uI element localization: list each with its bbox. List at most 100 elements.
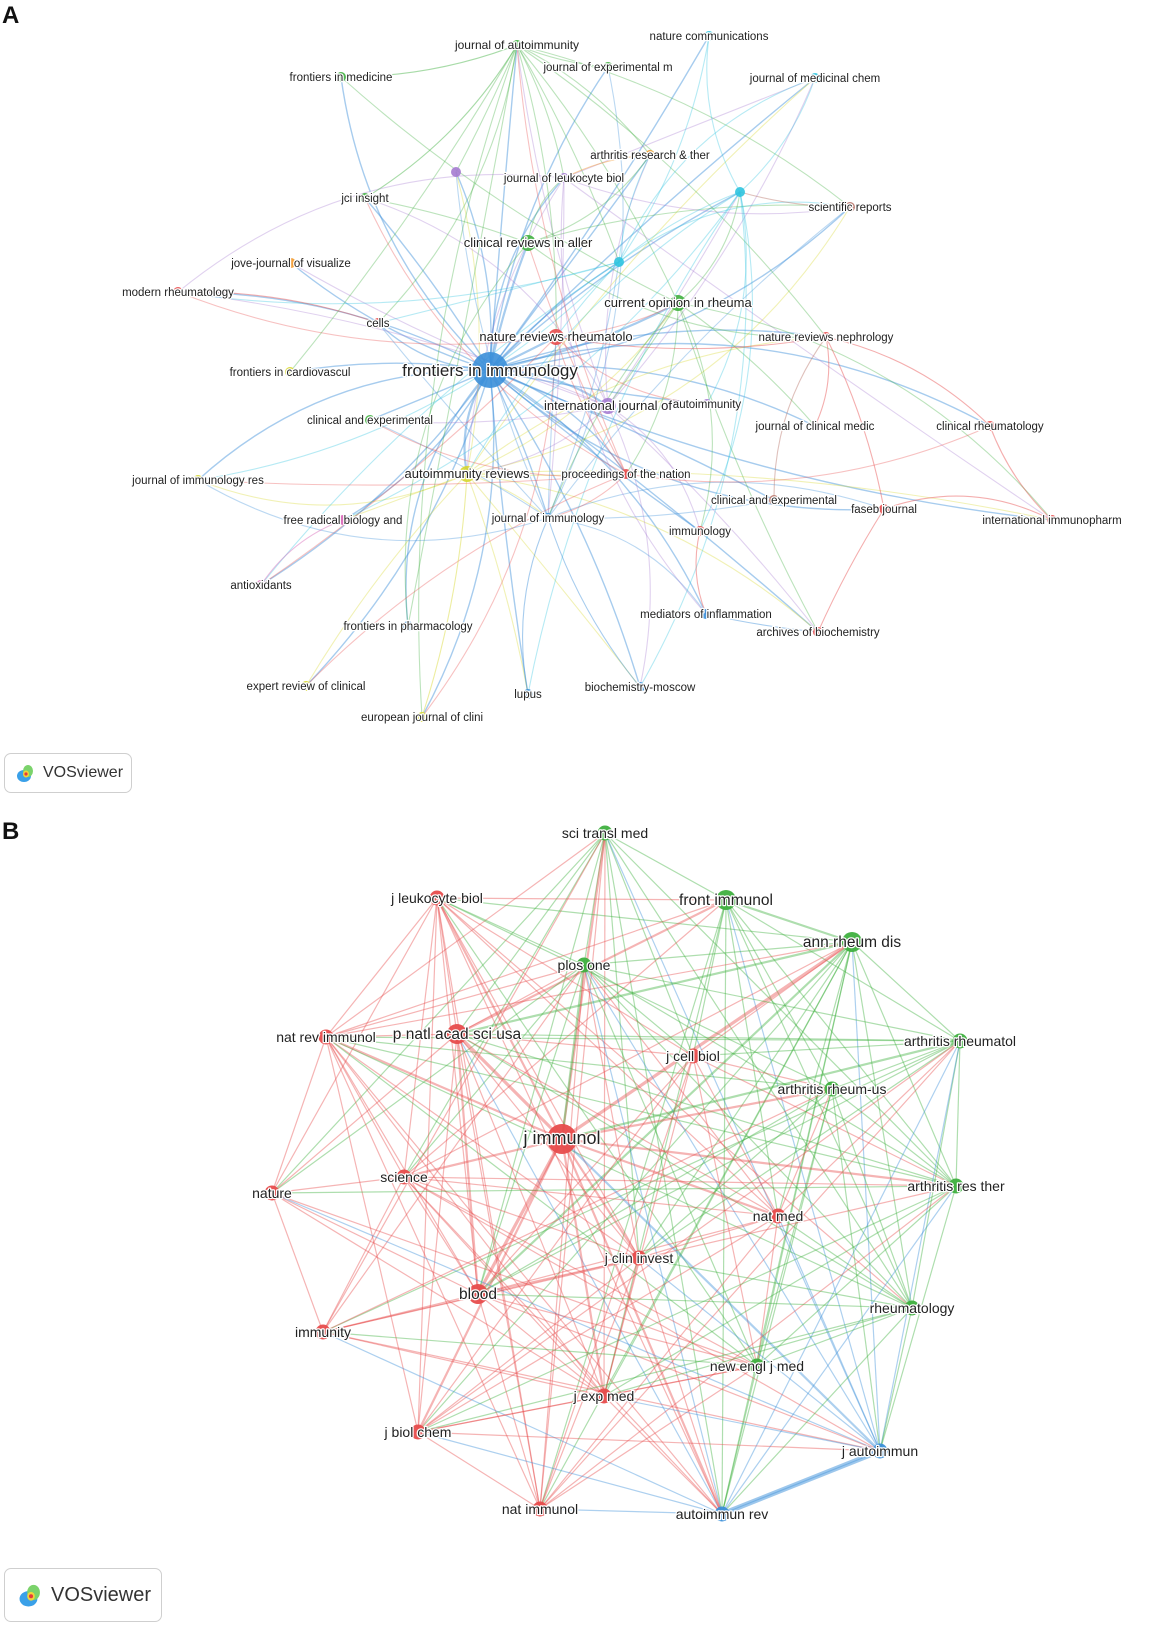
node-label-curopin: current opinion in rheuma: [604, 295, 752, 310]
link-natrevimm-natimmunol: [325, 1036, 541, 1510]
node-ijmol: international journal of: [543, 397, 674, 415]
link-pnasb-arthresther: [456, 1033, 957, 1187]
link-plos-jautoimmun: [583, 964, 881, 1452]
link-pnasb-nature: [271, 1033, 458, 1194]
node-clinrheum: clinical rheumatology: [935, 420, 1045, 435]
link-scitransl-blood: [477, 832, 606, 1295]
link-jimmunol-arthresther: [561, 1137, 957, 1188]
link-immunology-mediators: [695, 530, 707, 615]
node-label-immunology: immunology: [669, 526, 731, 538]
node-label-clinexp1: clinical and experimental: [307, 415, 433, 427]
node-marker-u_cyan2: [614, 257, 624, 267]
node-marker-jimm: [543, 513, 553, 523]
node-label-plos: plos one: [558, 957, 611, 973]
link-pnasb-blood: [455, 1033, 480, 1295]
node-marker-jimmunol: [547, 1124, 577, 1154]
link-autorev-freerad: [342, 473, 468, 521]
link-annrheum-jautoimmun: [851, 941, 881, 1452]
link-jauto-u_purple: [455, 44, 518, 173]
link-u_cyan1-jmedchem: [739, 77, 816, 193]
link-natrevimm-science: [325, 1036, 405, 1178]
node-marker-clinexp2: [769, 495, 779, 505]
link-natrevrh-pnas: [555, 336, 627, 475]
link-ijmol-archbio: [607, 405, 819, 633]
node-marker-natmed: [770, 1208, 786, 1224]
node-fmed: frontiers in medicine: [288, 71, 393, 86]
link-jimm-jexp: [547, 66, 624, 519]
link-jimm-mediators: [547, 517, 707, 615]
node-label-jautoimmun: j autoimmun: [841, 1443, 918, 1459]
link-jcellbio-jexpmed: [603, 1055, 694, 1397]
link-sci-u_cyan1: [739, 191, 851, 208]
node-marker-biochem: [635, 682, 645, 692]
node-label-annrheum: ann rheum dis: [803, 934, 901, 951]
link-nejm-jexpmed: [603, 1365, 758, 1397]
link-jleukb-jcellbio: [436, 897, 694, 1057]
link-plos-arthrheumatol: [583, 964, 961, 1042]
link-fimm-mediators: [489, 369, 707, 615]
link-u_cyan2-u_cyan1: [618, 191, 741, 263]
link-annrheum-jcellbio: [692, 941, 853, 1057]
link-natrevrh-modrheum: [177, 291, 557, 345]
link-fimm-arthres: [489, 154, 651, 371]
node-marker-jauto: [512, 40, 522, 50]
link-jexpmed-autoimmunrev: [603, 1395, 723, 1515]
link-ijmol-jove: [290, 262, 609, 407]
node-label-autorev: autoimmunity reviews: [405, 466, 530, 481]
link-science-blood: [403, 1176, 479, 1295]
link-immunity-autoimmunrev: [322, 1331, 723, 1515]
node-jci: jci insight: [339, 192, 391, 207]
link-jauto-natrevneph: [516, 44, 827, 338]
link-plos-pnasb: [456, 964, 585, 1035]
link-annrheum-plos: [583, 941, 853, 966]
link-arthrheumus-jimmunol: [561, 1087, 833, 1141]
link-scitransl-natrevimm: [325, 832, 606, 1038]
link-jbiolchem-autoimmunrev: [417, 1431, 723, 1515]
link-blood-jexpmed: [477, 1293, 605, 1397]
node-marker-cells: [373, 318, 383, 328]
link-nature-immunity: [271, 1192, 324, 1333]
link-frontimm-annrheum: [725, 898, 853, 944]
node-label-clinrev: clinical reviews in aller: [464, 235, 593, 250]
link-blood-nejm: [477, 1293, 758, 1367]
link-jbiolchem-jautoimmun: [417, 1431, 881, 1452]
link-ijmol-biochem: [607, 405, 651, 688]
link-natrevimm-autoimmunrev: [325, 1036, 723, 1515]
node-jleukb: j leukocyte biol: [389, 889, 484, 908]
vosviewer-brand-text: VOSviewer: [51, 1583, 152, 1606]
node-marker-annrheum: [842, 932, 862, 952]
node-jclinmed: journal of clinical medic: [753, 420, 876, 435]
node-label-jleukb: j leukocyte biol: [390, 890, 483, 906]
link-u_cyan1-autoim: [706, 191, 747, 405]
node-marker-science: [396, 1169, 412, 1185]
link-curopin-jclinmed: [677, 302, 816, 427]
node-marker-u_cyan1: [735, 187, 745, 197]
node-fpharm: frontiers in pharmacology: [342, 620, 474, 635]
link-plos-blood: [477, 964, 585, 1295]
link-clinrev-sci: [527, 204, 851, 244]
link-arthrheumus-nejm: [756, 1088, 833, 1367]
link-eurjclin-autorev: [421, 473, 468, 718]
node-marker-jleuk: [559, 173, 569, 183]
link-mediators-archbio: [705, 613, 819, 633]
link-pnasb-jcellbio: [456, 1033, 694, 1057]
node-label-eurjclin: european journal of clini: [361, 712, 483, 724]
link-jleukb-rheumatology: [436, 897, 913, 1309]
link-pnas-jimmres: [197, 473, 627, 486]
link-jleuk-jimm: [547, 177, 565, 519]
node-sci: scientific reports: [807, 201, 893, 216]
link-fimm-clinrheum: [489, 342, 991, 427]
link-arthresther-natimmunol: [539, 1185, 957, 1510]
link-jimmunol-autoimmunrev: [560, 1138, 724, 1515]
link-natrevimm-pnasb: [325, 1033, 458, 1038]
node-jmedchem: journal of medicinal chem: [748, 72, 882, 87]
link-fimm-fmed: [340, 76, 491, 371]
link-pnas-jimm: [547, 473, 627, 519]
node-label-jauto: journal of autoimmunity: [454, 38, 579, 52]
node-modrheum: modern rheumatology: [121, 286, 236, 301]
node-marker-modrheum: [173, 287, 183, 297]
link-curopin-archbio: [677, 302, 819, 633]
node-jclininv: j clin invest: [603, 1249, 675, 1268]
link-annrheum-natrevimm: [325, 941, 853, 1038]
